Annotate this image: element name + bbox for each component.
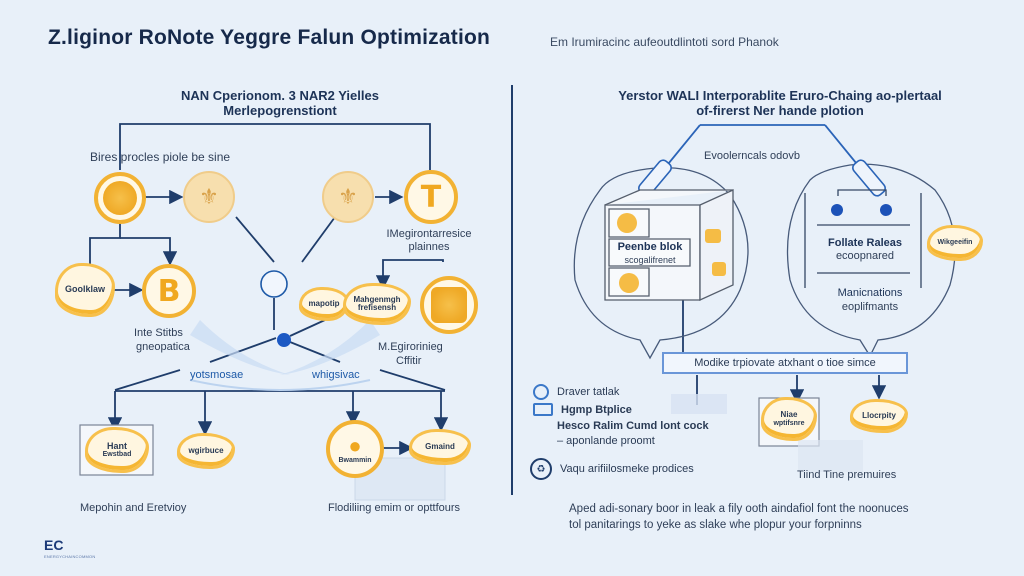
sub-item-niae: Niae wptifsnre [764,400,814,438]
emblem-icon: ⚜ [199,184,219,209]
coin-emblem-2: ⚜ [322,171,374,223]
bottom-item-gmaind-label: Gmaind [425,441,455,451]
cube-side-icon [712,262,726,276]
footnote-line-2: tol panitarings to yeke as slake whe plo… [569,519,862,531]
node-dot-right [880,204,892,216]
legend-item-recycle: ♻ Vaqu arifiilosmeke prodices [530,458,694,480]
grid-chip-icon [431,287,467,323]
left-heading-line1: NAN Cperionom. 3 NAR2 Yielles [181,88,379,103]
right-clamp-icon [852,159,886,197]
arrow-to-center-blob [375,259,444,290]
coin-sun-icon [103,181,137,215]
page-subtitle: Em Irumiracinc aufeoutdlintoti sord Phan… [550,35,779,49]
coin-bitcoin: B [142,264,196,318]
legend-item-circle: Draver tatlak [533,384,619,400]
legend-item-text: Hesco Ralim Cumd lont cock [557,420,709,432]
top-coins-label: Bires procles piole be sine [90,150,231,164]
inte-label-1: Inte Stitbs [134,327,183,339]
follate-label-2: ecoopnared [835,250,895,262]
coin-grid [420,276,478,334]
blue-label-left: yotsmosae [190,369,244,381]
caption-right: Flodiliing emim or opttfours [328,502,461,514]
person-icon: ● [348,432,362,458]
center-blob-right-label-2: frefisensh [357,303,397,312]
bottom-item-person-coin: ● Bwammin [326,420,384,478]
legend-item-rect: Hgmp Btplice [533,403,632,416]
good-blob-label: Goolklaw [64,284,105,295]
circle-outline-icon [533,384,549,400]
ec-logo-tagline: ENERGYCHAINCOMMON [44,554,96,559]
arrow-to-coin-b [120,237,178,266]
coin-t-label-2: plainnes [408,241,450,253]
coin-emblem-1: ⚜ [183,171,235,223]
figure-center-dot [277,333,291,347]
legend-item-text-2: – aponlande proomt [557,435,655,447]
right-bubble-blob: Wikgeeifin [930,228,980,258]
right-heading-line1: Yerstor WALI Interporablite Eruro-Chaing… [618,88,942,103]
right-heading-line2: of-firerst Ner hande plotion [696,103,864,118]
recycle-badge-icon: ♻ [530,458,552,480]
coin-t: T [404,170,458,224]
sub-caption: Tiind Tine premuires [797,469,897,481]
bottom-item-hant-label-2: Ewstbad [102,451,132,459]
line-coin2-figure [235,216,275,263]
bubble-label: Evoolerncals odovb [704,150,801,162]
bottom-item-wgirbuce: wgirbuce [180,436,232,466]
line-coin1-good [89,222,121,268]
sub-item-llocrpity: Llocrpity [853,402,905,430]
inte-label-2: gneopatica [136,341,190,353]
coin-t-label-1: IMegirontarresice [386,228,472,240]
legend-label: Hesco Ralim Cumd lont cock [557,420,709,432]
sub-item-niae-label-1: Niae [780,410,798,420]
t-token-icon: T [420,179,442,215]
cube-label-1: Peenbe blok [617,241,683,253]
panel-divider [511,85,513,495]
center-blob-right-label-1: Mahgenmgh [353,294,401,304]
mig-label-1: M.Egirorinieg [378,341,443,353]
blue-label-right: whigsivac [312,369,360,381]
legend-label: Draver tatlak [557,386,620,398]
mig-label-2: Cffitir [396,355,422,367]
legend-label: – aponlande proomt [557,435,655,447]
figure-head [260,270,288,298]
manic-label-1: Manicnations [837,287,903,299]
module-box-label: Modike trpiovate atxhant o tioe simce [694,357,876,369]
caption-left: Mepohin and Eretvioy [80,502,187,514]
bottom-item-hant-label-1: Hant [107,440,127,451]
ec-logo: EC [44,537,64,553]
page-title: Z.liginor RoNote Yeggre Falun Optimizati… [48,26,491,49]
cube-coin-icon [619,273,639,293]
follate-label-1: Follate Raleas [828,237,902,249]
left-heading-line2: Merlepogrenstiont [223,103,337,118]
node-dot-left [831,204,843,216]
center-blob-right: Mahgenmgh frefisensh [346,286,408,322]
sub-item-niae-label-2: wptifsnre [773,419,805,427]
module-box: Modike trpiovate atxhant o tioe simce [662,352,908,374]
cube-label-2: scogalifrenet [624,255,676,265]
cube-side-icon [705,229,721,243]
coin-sun [94,172,146,224]
person-coin-label: Bwammin [338,456,372,464]
manic-label-2: eoplifmants [841,301,899,313]
footnote-line-1: Aped adi-sonary boor in leak a fily ooth… [569,503,909,515]
center-blob-left-label: mapotip [308,298,340,308]
sub-item-llocrpity-label: Llocrpity [862,410,896,420]
bitcoin-icon: B [157,273,181,309]
center-blob-left: mapotip [302,290,346,318]
right-bubble-blob-label: Wikgeeifin [937,239,973,247]
legend-label: Vaqu arifiilosmeke prodices [560,463,694,475]
bottom-item-wgirbuce-label: wgirbuce [188,445,224,455]
legend-label: Hgmp Btplice [561,403,632,416]
bottom-item-gmaind: Gmaind [412,432,468,462]
top-frame-line [119,123,431,170]
cube-coin-icon [617,213,637,233]
rectangle-outline-icon [533,403,553,416]
emblem-icon: ⚜ [338,184,358,209]
good-blob: Goolklaw [58,266,112,314]
bottom-item-hant: Hant Ewstbad [88,430,146,470]
